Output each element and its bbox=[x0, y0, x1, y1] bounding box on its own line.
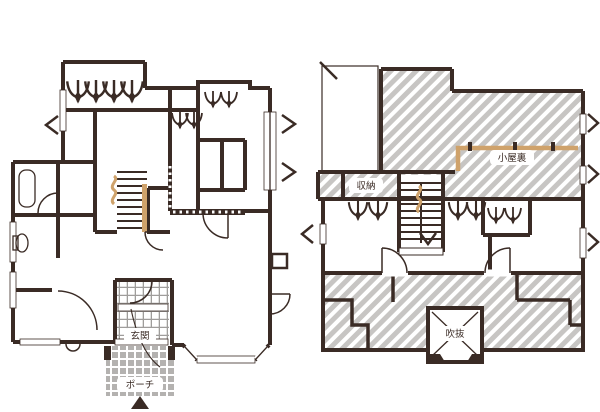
front-door-sill bbox=[117, 303, 169, 312]
stairs-direction-icon bbox=[418, 232, 438, 247]
wall-niche bbox=[270, 252, 289, 270]
void-feet bbox=[430, 354, 482, 362]
svg-text:収納: 収納 bbox=[356, 180, 375, 192]
svg-text:吹抜: 吹抜 bbox=[445, 328, 465, 340]
toilet bbox=[12, 233, 29, 253]
svg-text:ポーチ: ポーチ bbox=[126, 380, 155, 391]
label-storage: 収納 bbox=[349, 178, 383, 193]
label-porch: ポーチ bbox=[117, 377, 163, 392]
stairs-2f bbox=[398, 182, 444, 256]
label-void: 吹抜 bbox=[439, 326, 471, 341]
bathtub bbox=[18, 169, 36, 208]
shoji-partition bbox=[168, 166, 243, 214]
porch-side-wall-left bbox=[104, 346, 111, 360]
bay-window-icons-2f bbox=[300, 113, 600, 252]
bay-window-icons-1f bbox=[43, 113, 298, 183]
door-arcs-2f bbox=[381, 247, 511, 274]
roof-open-area bbox=[321, 65, 379, 172]
attic-hatch-upper bbox=[318, 69, 583, 198]
stair-landing bbox=[398, 247, 444, 256]
svg-text:小屋裏: 小屋裏 bbox=[498, 152, 527, 164]
entrance-arrow-icon bbox=[131, 396, 149, 409]
stairs-1f bbox=[110, 166, 147, 234]
attic-handrail bbox=[455, 142, 578, 171]
second-floor-plan: 収納 小屋裏 吹抜 bbox=[300, 61, 600, 364]
svg-text:玄関: 玄関 bbox=[130, 330, 149, 342]
stair-break-mark bbox=[110, 174, 118, 206]
stair-rail-wood bbox=[142, 184, 147, 232]
windows-2f bbox=[300, 113, 600, 277]
first-floor-plan: 玄関 ポーチ bbox=[9, 60, 298, 409]
stair-break-mark-2f bbox=[415, 184, 423, 214]
roof-slope-tick bbox=[319, 61, 338, 80]
label-genkan: 玄関 bbox=[124, 328, 156, 343]
porch-side-wall-right bbox=[168, 346, 175, 360]
door-arcs-1f bbox=[37, 192, 291, 368]
label-attic: 小屋裏 bbox=[490, 150, 534, 165]
